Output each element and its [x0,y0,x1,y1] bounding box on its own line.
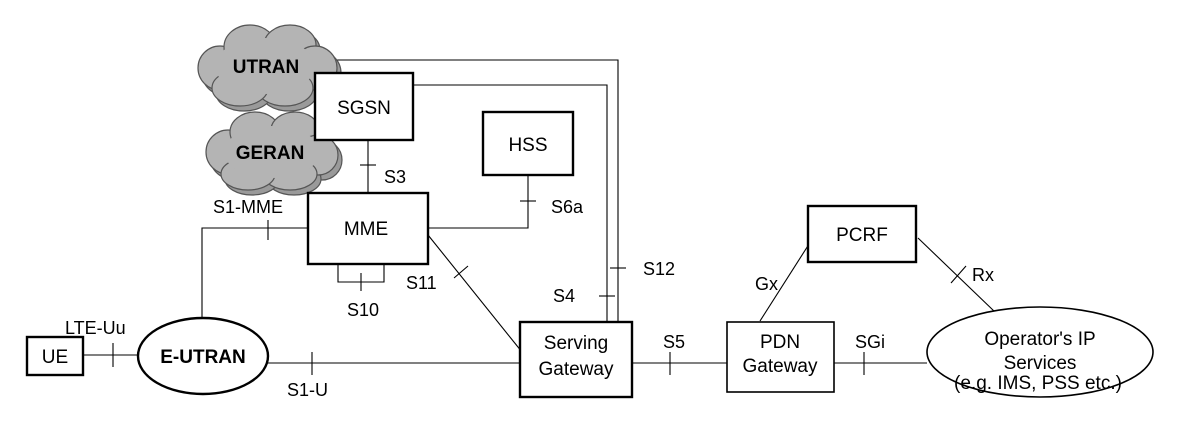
s6a-label: S6a [551,197,584,217]
serving-gateway-node: Serving Gateway [518,320,634,399]
pcrf-label: PCRF [836,225,888,246]
tick-s11 [453,265,469,279]
utran-label: UTRAN [233,57,300,78]
hss-label: HSS [508,135,547,156]
sgsn-node: SGSN [313,71,415,142]
link-mme-eutran [201,227,308,318]
serving-gateway-label-line2: Gateway [539,359,614,380]
gx-label: Gx [755,274,778,294]
mme-label: MME [344,219,388,240]
operator-services-label-line2: Services [1004,353,1077,374]
ue-node: UE [25,335,85,377]
s5-label: S5 [663,332,685,352]
s11-label: S11 [406,273,437,293]
s12-label: S12 [643,259,675,279]
sgsn-label: SGSN [337,98,391,119]
eutran-label: E-UTRAN [160,347,246,368]
sgsn-box [313,71,415,142]
hss-node: HSS [481,110,575,177]
ue-box [25,335,85,377]
ue-label: UE [42,347,68,368]
geran-cloud: GERAN [205,111,343,196]
lte-uu-label: LTE-Uu [65,318,126,338]
interface-labels: S1-MME S3 S6a S10 S11 S4 S12 LTE-Uu S1-U… [65,167,994,400]
geran-label: GERAN [236,143,305,164]
link-utran-s12 [305,59,619,322]
sgi-label: SGi [855,332,885,352]
eutran-ellipse [136,316,270,396]
rx-label: Rx [972,265,994,285]
pdn-gateway-label-line2: Gateway [743,356,818,377]
s3-label: S3 [384,167,406,187]
pdn-gateway-box [726,321,835,393]
pcrf-node: PCRF [806,204,918,264]
link-hss-mme [428,175,529,229]
serving-gateway-box [518,320,634,399]
s4-label: S4 [553,286,575,306]
link-sgsn-s4 [413,84,608,322]
link-mme-sgw [423,229,523,353]
hss-box [481,110,575,177]
mme-node: MME [306,191,430,266]
connections [83,59,996,364]
s10-label: S10 [347,300,379,320]
pdn-gateway-label-line1: PDN [760,332,800,353]
operator-services-label-line1: Operator's IP [984,329,1095,350]
tick-rx [950,265,967,284]
utran-cloud-body [197,24,338,107]
utran-cloud: UTRAN [197,24,342,112]
interface-ticks [112,164,967,375]
operator-services-ellipse [926,306,1154,398]
s1-mme-label: S1-MME [213,197,283,217]
link-pcrf-operator [917,237,996,313]
link-pdn-pcrf [759,240,812,322]
operator-services-label-line3: (e.g. IMS, PSS etc.) [954,373,1122,394]
geran-cloud-body [205,111,339,191]
s1-u-label: S1-U [287,380,328,400]
serving-gateway-label-line1: Serving [544,333,608,354]
eutran-node: E-UTRAN [136,316,270,396]
pdn-gateway-node: PDN Gateway [726,321,835,393]
operator-services-node: Operator's IP Services (e.g. IMS, PSS et… [926,306,1154,398]
pcrf-box [806,204,918,264]
mme-box [306,191,430,266]
